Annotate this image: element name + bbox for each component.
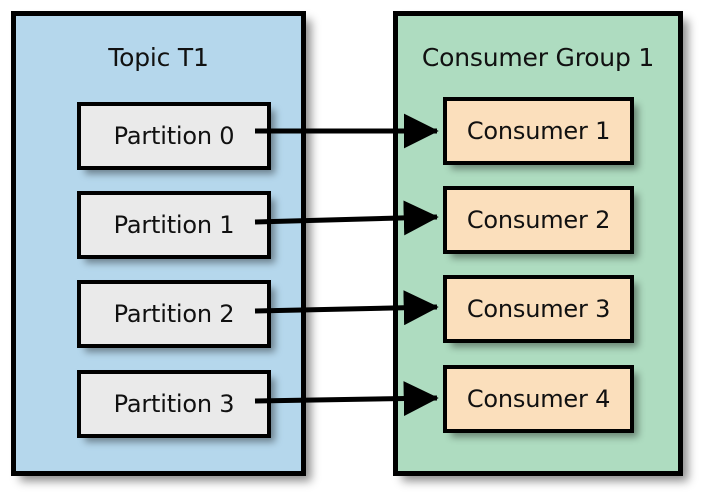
partition-node-0[interactable]: Partition 0 (77, 102, 271, 170)
partition-node-2-label: Partition 2 (113, 300, 235, 328)
consumer-node-0[interactable]: Consumer 1 (443, 97, 634, 165)
partition-node-1-label: Partition 1 (113, 211, 235, 239)
topic-panel-title: Topic T1 (108, 43, 209, 72)
consumer-node-1[interactable]: Consumer 2 (443, 186, 634, 254)
consumer-node-0-label: Consumer 1 (466, 117, 611, 145)
consumer-group-panel-title: Consumer Group 1 (421, 43, 655, 72)
consumer-node-2[interactable]: Consumer 3 (443, 275, 634, 343)
partition-node-1[interactable]: Partition 1 (77, 191, 271, 259)
partition-node-0-label: Partition 0 (113, 122, 235, 150)
partition-node-3[interactable]: Partition 3 (77, 370, 271, 438)
partition-node-2[interactable]: Partition 2 (77, 280, 271, 348)
consumer-node-3[interactable]: Consumer 4 (443, 365, 634, 433)
consumer-node-3-label: Consumer 4 (466, 385, 611, 413)
topic-panel: Topic T1 Partition 0 Partition 1 Partiti… (11, 11, 306, 476)
consumer-node-1-label: Consumer 2 (466, 206, 611, 234)
consumer-node-2-label: Consumer 3 (466, 295, 611, 323)
partition-node-3-label: Partition 3 (113, 390, 235, 418)
